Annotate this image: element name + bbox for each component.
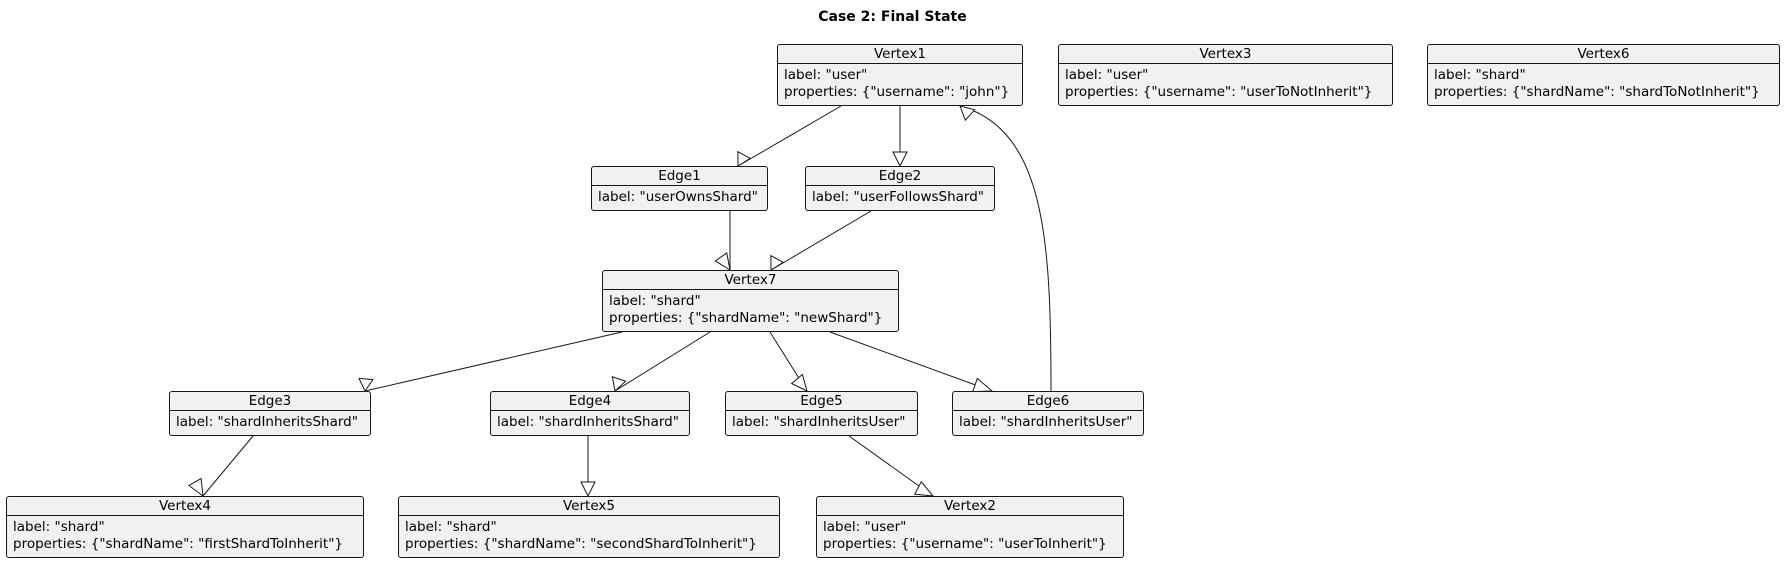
node-attribute-line: label: "shardInheritsShard" xyxy=(176,414,358,430)
node-attributes: label: "user"properties: {"username": "u… xyxy=(817,516,1123,553)
node-attributes: label: "user"properties: {"username": "j… xyxy=(778,64,1022,101)
arrowhead-icon xyxy=(714,252,731,272)
node-name: Edge1 xyxy=(592,167,767,186)
edge-edge3-to-vertex4 xyxy=(188,435,254,498)
node-attribute-line: properties: {"shardName": "newShard"} xyxy=(609,310,883,326)
edge-edge2-to-vertex7 xyxy=(770,210,872,271)
edge-line xyxy=(770,210,872,271)
node-name: Vertex3 xyxy=(1059,45,1392,64)
arrowhead-icon xyxy=(790,373,808,392)
node-attribute-line: label: "user" xyxy=(784,67,868,83)
node-name: Vertex4 xyxy=(7,497,363,516)
node-attribute-line: label: "shard" xyxy=(405,519,497,535)
node-attribute-line: properties: {"shardName": "secondShardTo… xyxy=(405,536,757,552)
node-edge3: Edge3 label: "shardInheritsShard" xyxy=(169,391,371,436)
arrowhead-icon xyxy=(358,377,374,392)
node-edge2: Edge2 label: "userFollowsShard" xyxy=(805,166,995,211)
arrowhead-icon xyxy=(737,150,752,167)
node-name: Edge4 xyxy=(491,392,689,411)
edge-vertex7-to-edge3 xyxy=(358,331,623,392)
node-attributes: label: "shardInheritsShard" xyxy=(491,411,689,431)
edge-edge1-to-vertex7 xyxy=(714,211,731,272)
node-attribute-line: properties: {"username": "john"} xyxy=(784,84,1010,100)
node-attributes: label: "shard"properties: {"shardName": … xyxy=(399,516,779,553)
edge-line xyxy=(737,105,842,167)
node-attribute-line: properties: {"username": "userToNotInher… xyxy=(1065,84,1373,100)
node-edge6: Edge6 label: "shardInheritsUser" xyxy=(952,391,1144,436)
arrowhead-icon xyxy=(580,481,596,498)
edge-line xyxy=(202,435,254,497)
node-attributes: label: "userOwnsShard" xyxy=(592,186,767,206)
edge-line xyxy=(614,331,711,392)
node-attribute-line: label: "shardInheritsUser" xyxy=(732,414,906,430)
edge-line xyxy=(959,105,1052,392)
node-attributes: label: "shard"properties: {"shardName": … xyxy=(7,516,363,553)
node-attribute-line: label: "shard" xyxy=(609,293,701,309)
node-attributes: label: "shard"properties: {"shardName": … xyxy=(1428,64,1779,101)
edge-vertex7-to-edge6 xyxy=(829,331,994,393)
node-name: Vertex1 xyxy=(778,45,1022,64)
edge-line xyxy=(829,331,993,392)
diagram-title: Case 2: Final State xyxy=(818,9,967,25)
node-name: Edge3 xyxy=(170,392,370,411)
edge-vertex1-to-edge2 xyxy=(892,106,908,168)
node-attributes: label: "shardInheritsUser" xyxy=(953,411,1143,431)
arrowhead-icon xyxy=(770,254,785,271)
node-attribute-line: label: "shardInheritsUser" xyxy=(959,414,1133,430)
node-name: Vertex7 xyxy=(603,271,898,290)
arrowhead-icon xyxy=(913,480,935,497)
edge-line xyxy=(364,331,623,392)
node-attribute-line: properties: {"username": "userToInherit"… xyxy=(823,536,1107,552)
node-attribute-line: properties: {"shardName": "firstShardToI… xyxy=(13,536,344,552)
edge-vertex7-to-edge5 xyxy=(769,331,808,392)
node-attribute-line: label: "user" xyxy=(1065,67,1149,83)
arrowhead-icon xyxy=(611,376,627,392)
node-name: Vertex5 xyxy=(399,497,779,516)
node-name: Vertex2 xyxy=(817,497,1123,516)
node-name: Vertex6 xyxy=(1428,45,1779,64)
node-attribute-line: label: "shardInheritsShard" xyxy=(497,414,679,430)
arrowhead-icon xyxy=(188,477,204,498)
node-attribute-line: label: "user" xyxy=(823,519,907,535)
edge-edge6-to-vertex1 xyxy=(959,105,1052,392)
node-attributes: label: "shard"properties: {"shardName": … xyxy=(603,290,898,327)
node-attribute-line: label: "shard" xyxy=(1434,67,1526,83)
node-attribute-line: label: "userOwnsShard" xyxy=(598,189,758,205)
arrowhead-icon xyxy=(959,105,976,122)
node-attribute-line: label: "shard" xyxy=(13,519,105,535)
node-attributes: label: "userFollowsShard" xyxy=(806,186,994,206)
node-name: Edge6 xyxy=(953,392,1143,411)
node-edge4: Edge4 label: "shardInheritsShard" xyxy=(490,391,690,436)
edge-vertex7-to-edge4 xyxy=(611,331,711,392)
node-name: Edge5 xyxy=(726,392,917,411)
node-edge5: Edge5 label: "shardInheritsUser" xyxy=(725,391,918,436)
edge-edge5-to-vertex2 xyxy=(848,435,935,497)
arrowhead-icon xyxy=(971,377,994,393)
node-attributes: label: "shardInheritsShard" xyxy=(170,411,370,431)
node-attributes: label: "shardInheritsUser" xyxy=(726,411,917,431)
arrowhead-icon xyxy=(892,151,908,168)
edge-vertex1-to-edge1 xyxy=(737,105,842,167)
edge-edge4-to-vertex5 xyxy=(580,436,596,498)
node-attribute-line: properties: {"shardName": "shardToNotInh… xyxy=(1434,84,1760,100)
node-attributes: label: "user"properties: {"username": "u… xyxy=(1059,64,1392,101)
node-edge1: Edge1 label: "userOwnsShard" xyxy=(591,166,768,211)
node-name: Edge2 xyxy=(806,167,994,186)
node-attribute-line: label: "userFollowsShard" xyxy=(812,189,985,205)
